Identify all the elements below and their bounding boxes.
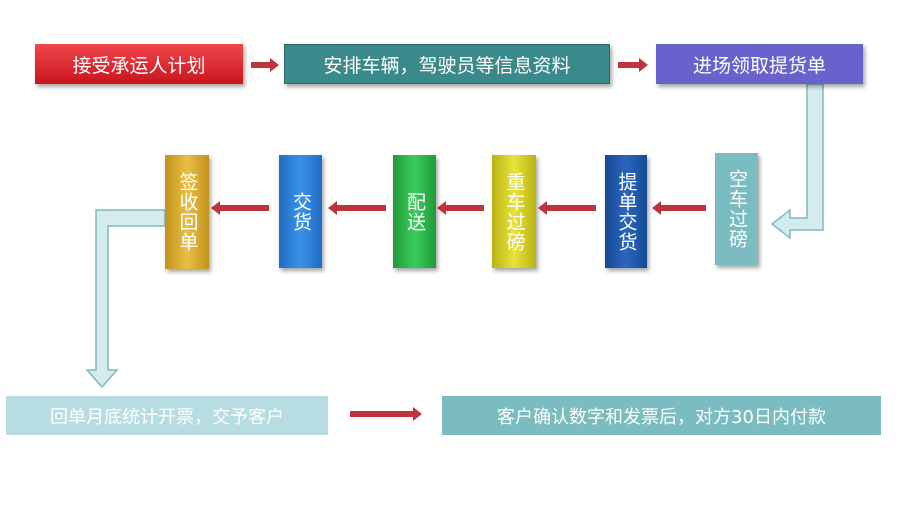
step-monthly-invoice-label: 回单月底统计开票，交予客户	[50, 406, 284, 428]
arrow-4	[538, 201, 596, 215]
step-loaded-weigh: 重车过磅	[492, 155, 536, 268]
step-accept-plan-label: 接受承运人计划	[72, 54, 206, 77]
step-empty-weigh-label: 空车过磅	[726, 169, 748, 249]
arrow-5	[437, 201, 484, 215]
arrow-1	[251, 58, 279, 72]
step-customer-payment: 客户确认数字和发票后，对方30日内付款	[442, 396, 881, 435]
step-get-bill: 进场领取提货单	[656, 44, 863, 84]
arrow-6	[328, 201, 386, 215]
step-accept-plan: 接受承运人计划	[35, 44, 243, 84]
step-handover-label: 交货	[290, 191, 312, 232]
arrow-7	[211, 201, 269, 215]
step-arrange-vehicle: 安排车辆，驾驶员等信息资料	[284, 44, 610, 84]
step-distribute-label: 配送	[404, 191, 426, 232]
step-handover: 交货	[279, 155, 322, 268]
step-loaded-weigh-label: 重车过磅	[503, 171, 526, 252]
step-bill-delivery-label: 提单交货	[615, 171, 638, 252]
step-empty-weigh: 空车过磅	[715, 153, 758, 265]
step-arrange-vehicle-label: 安排车辆，驾驶员等信息资料	[323, 54, 571, 77]
step-sign-receipt: 签收回单	[165, 155, 209, 269]
step-distribute: 配送	[393, 155, 436, 268]
arrow-3	[652, 201, 706, 215]
bend-arrow-right	[770, 83, 824, 240]
step-monthly-invoice: 回单月底统计开票，交予客户	[6, 396, 328, 435]
bend-arrow-left	[85, 209, 166, 389]
step-get-bill-label: 进场领取提货单	[692, 54, 826, 77]
arrow-8	[350, 407, 422, 421]
step-customer-payment-label: 客户确认数字和发票后，对方30日内付款	[497, 406, 826, 428]
step-sign-receipt-label: 签收回单	[176, 172, 199, 252]
arrow-2	[618, 58, 648, 72]
step-bill-delivery: 提单交货	[605, 155, 647, 268]
